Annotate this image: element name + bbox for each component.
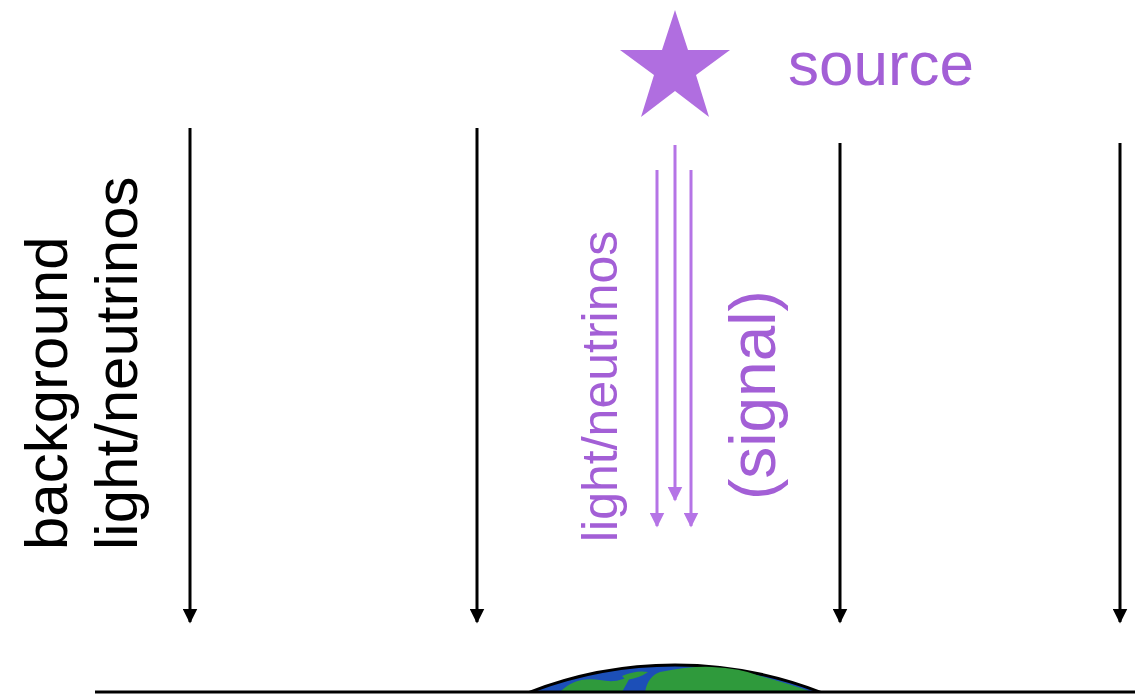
signal-arrows — [657, 145, 691, 526]
source-star — [620, 10, 730, 117]
horizon-line — [95, 691, 1135, 694]
source-label: source — [788, 28, 974, 100]
earth — [272, 665, 1078, 692]
signal-light-label: light/neutrinos — [574, 231, 626, 542]
background-arrows — [190, 128, 1120, 622]
background-label: background light/neutrinos — [12, 130, 152, 550]
signal-label: (signal) — [716, 290, 790, 500]
